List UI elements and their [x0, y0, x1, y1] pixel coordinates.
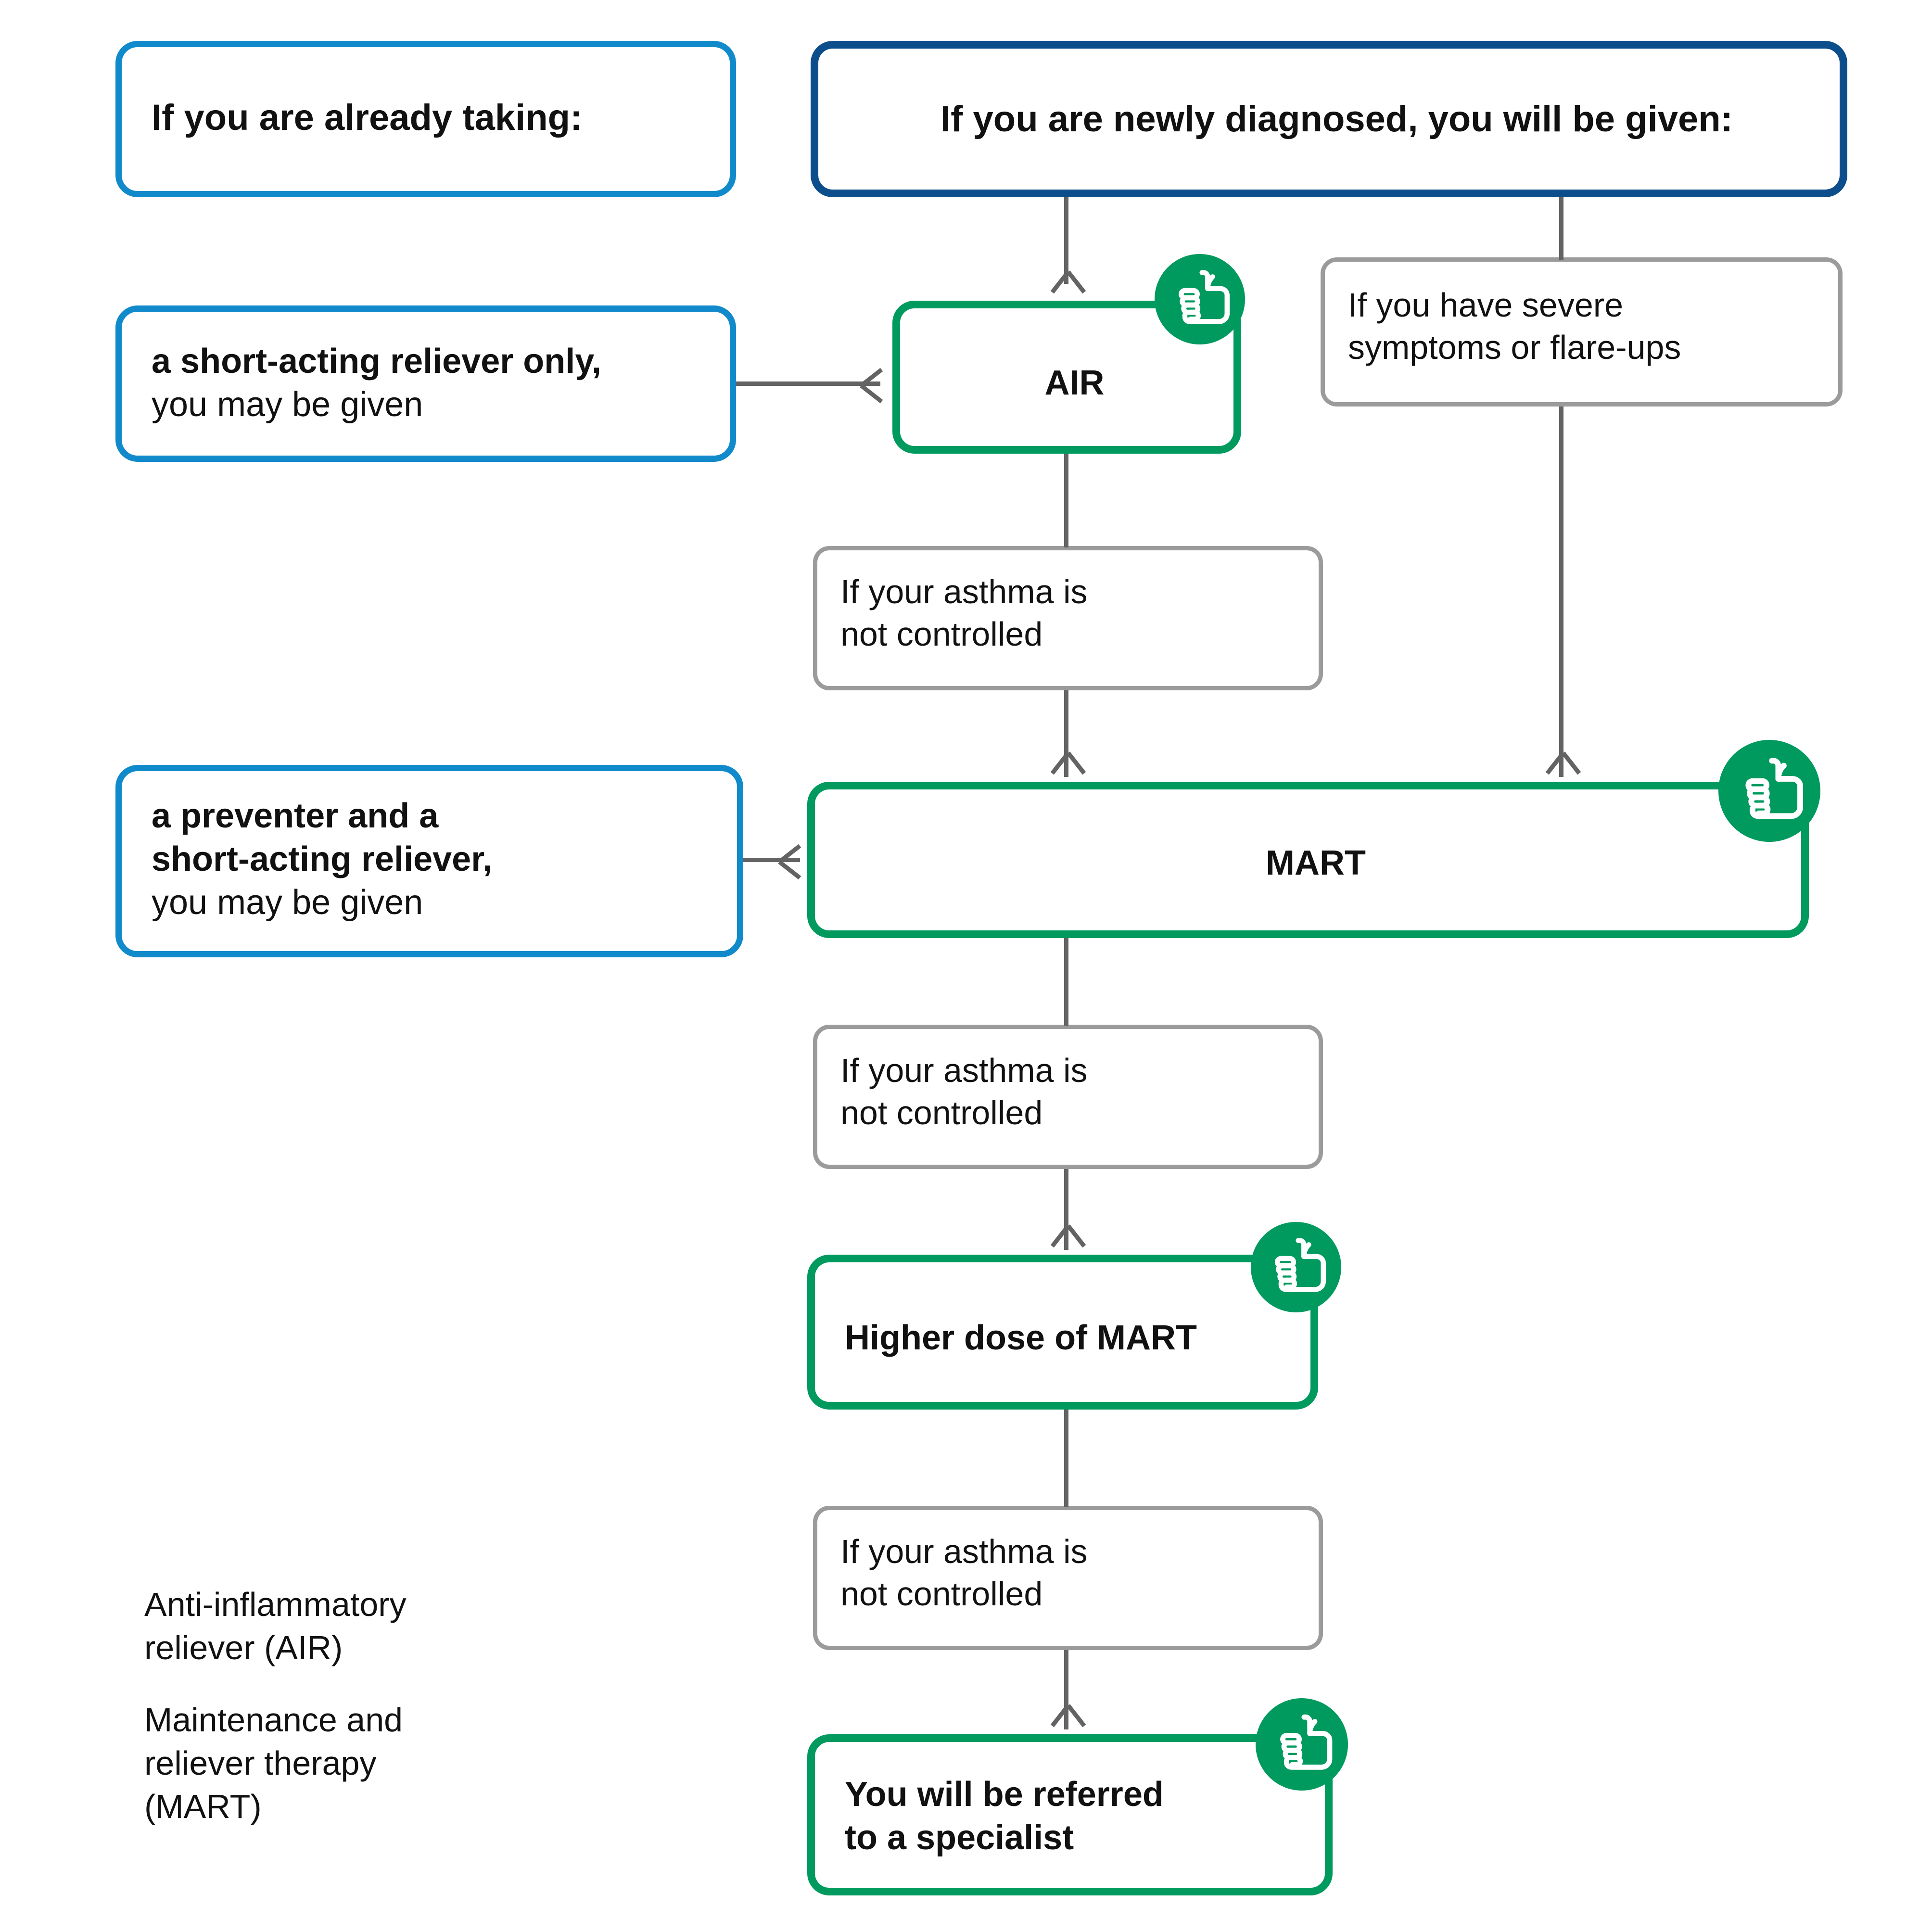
- header-already-taking: If you are already taking:: [115, 41, 736, 197]
- thumbs-up-icon: [1155, 254, 1245, 344]
- legend-mart: Maintenance and reliever therapy (MART): [144, 1698, 403, 1828]
- connector-nc3-to-specialist: [1064, 1650, 1068, 1729]
- connector-mart-to-nc2: [1064, 938, 1068, 1026]
- not-controlled-2-line-1: If your asthma is: [840, 1052, 1088, 1089]
- specialist-referral-line-2: to a specialist: [845, 1818, 1074, 1857]
- legend-air-line-1: Anti-inflammatory: [144, 1586, 407, 1623]
- treatment-box-mart: MART: [807, 782, 1809, 938]
- header-newly-diagnosed-label: If you are newly diagnosed, you will be …: [941, 99, 1733, 140]
- thumbs-up-icon: [1256, 1698, 1348, 1791]
- connector-higher-dose-to-nc3: [1064, 1410, 1068, 1507]
- legend-mart-line-1: Maintenance and: [144, 1701, 403, 1739]
- legend-mart-line-2: reliever therapy: [144, 1744, 377, 1782]
- severe-symptoms-line-1: If you have severe: [1348, 286, 1623, 324]
- connector-left1-to-air: [736, 381, 880, 386]
- connector-air-to-nc1: [1064, 454, 1068, 547]
- treatment-box-mart-label: MART: [1266, 844, 1366, 882]
- connector-nc1-to-mart: [1064, 690, 1068, 777]
- header-newly-diagnosed: If you are newly diagnosed, you will be …: [811, 41, 1847, 197]
- connector-newly-to-air: [1064, 197, 1068, 284]
- left-box-2-bold-line-2: short-acting reliever,: [152, 840, 493, 878]
- connector-severe-to-mart: [1559, 407, 1563, 777]
- treatment-box-air-label: AIR: [1044, 364, 1105, 402]
- connector-nc2-to-higher-dose: [1064, 1169, 1068, 1250]
- not-controlled-3-line-2: not controlled: [840, 1575, 1043, 1613]
- left-box-2-regular-line: you may be given: [152, 883, 423, 922]
- specialist-referral-line-1: You will be referred: [845, 1775, 1164, 1814]
- connector-newly-to-severe: [1559, 197, 1563, 260]
- treatment-box-specialist-referral: You will be referred to a specialist: [807, 1734, 1333, 1895]
- condition-box-not-controlled-3: If your asthma is not controlled: [813, 1506, 1323, 1650]
- thumbs-up-icon: [1718, 740, 1820, 842]
- condition-box-not-controlled-2: If your asthma is not controlled: [813, 1025, 1323, 1169]
- treatment-box-higher-dose-mart: Higher dose of MART: [807, 1255, 1318, 1410]
- left-box-1-regular-line: you may be given: [152, 385, 423, 424]
- left-box-preventer-and-reliever: a preventer and a short-acting reliever,…: [115, 765, 743, 957]
- not-controlled-3-line-1: If your asthma is: [840, 1533, 1088, 1570]
- treatment-box-higher-dose-mart-label: Higher dose of MART: [845, 1319, 1197, 1357]
- severe-symptoms-line-2: symptoms or flare-ups: [1348, 329, 1681, 366]
- thumbs-up-icon: [1251, 1222, 1341, 1312]
- condition-box-severe-symptoms: If you have severe symptoms or flare-ups: [1321, 257, 1843, 407]
- condition-box-not-controlled-1: If your asthma is not controlled: [813, 546, 1323, 690]
- legend-air-line-2: reliever (AIR): [144, 1629, 343, 1666]
- legend-air: Anti-inflammatory reliever (AIR): [144, 1583, 407, 1669]
- not-controlled-1-line-1: If your asthma is: [840, 573, 1088, 610]
- left-box-short-acting-reliever: a short-acting reliever only, you may be…: [115, 305, 736, 462]
- not-controlled-2-line-2: not controlled: [840, 1094, 1043, 1131]
- connector-left2-to-mart: [743, 858, 800, 862]
- header-already-taking-label: If you are already taking:: [152, 97, 583, 138]
- left-box-1-bold-line: a short-acting reliever only,: [152, 342, 601, 381]
- legend-mart-line-3: (MART): [144, 1788, 262, 1825]
- not-controlled-1-line-2: not controlled: [840, 615, 1043, 653]
- left-box-2-bold-line-1: a preventer and a: [152, 797, 439, 835]
